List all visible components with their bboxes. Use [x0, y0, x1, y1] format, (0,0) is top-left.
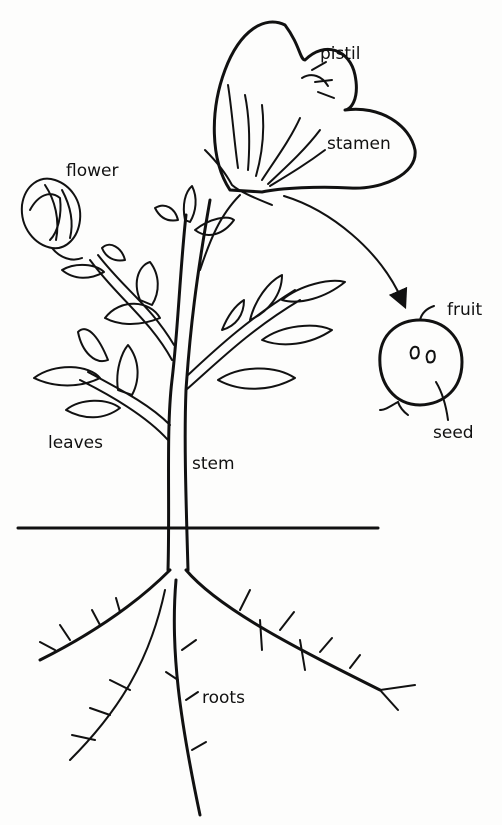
- label-roots: roots: [202, 690, 245, 707]
- label-fruit: fruit: [447, 302, 482, 319]
- label-stem: stem: [192, 456, 235, 473]
- open-flower: [205, 22, 415, 205]
- label-flower: flower: [66, 163, 118, 180]
- label-stamen: stamen: [327, 136, 391, 153]
- fruit: [380, 306, 462, 420]
- label-pistil: pistil: [320, 46, 360, 63]
- label-seed: seed: [433, 425, 474, 442]
- label-leaves: leaves: [48, 435, 103, 452]
- flower-bud: [22, 179, 82, 260]
- stem: [168, 200, 210, 570]
